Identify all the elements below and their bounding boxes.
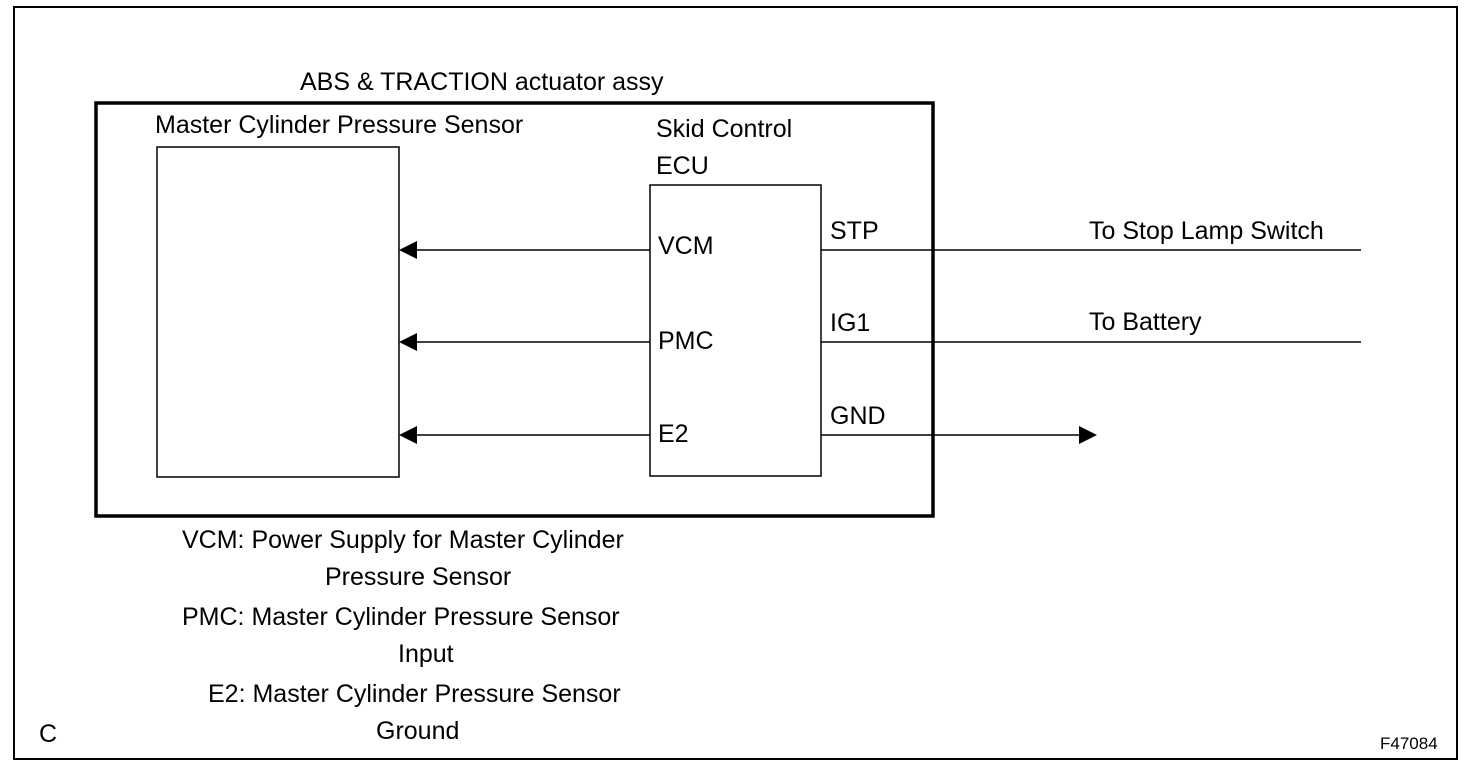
legend-pmc-line1: PMC: Master Cylinder Pressure Sensor [182,603,620,631]
pin-pmc: PMC [658,327,714,355]
actuator-title: ABS & TRACTION actuator assy [300,68,664,96]
legend-e2-line1: E2: Master Cylinder Pressure Sensor [208,680,621,708]
legend-pmc-line2: Input [398,640,454,668]
legend-vcm-line1: VCM: Power Supply for Master Cylinder [182,526,624,554]
pin-gnd: GND [830,402,886,430]
figure-id: F47084 [1380,734,1438,753]
legend-vcm-line2: Pressure Sensor [325,563,511,591]
page-frame [13,6,1458,760]
sensor-box [156,146,400,478]
actuator-box [94,101,935,518]
corner-letter: C [39,720,57,748]
sensor-title: Master Cylinder Pressure Sensor [155,111,523,139]
arrow-e2 [399,426,417,444]
arrow-gnd [1079,426,1097,444]
ecu-title-line1: Skid Control [656,115,792,143]
pin-vcm: VCM [658,232,714,260]
arrow-pmc [399,333,417,351]
pin-stp: STP [830,217,879,245]
dest-stop-lamp-switch: To Stop Lamp Switch [1089,217,1324,245]
ecu-box [649,184,822,477]
dest-battery: To Battery [1089,308,1202,336]
pin-ig1: IG1 [830,309,870,337]
ecu-title-line2: ECU [656,152,709,180]
legend-e2-line2: Ground [376,717,459,745]
pin-e2: E2 [658,420,689,448]
arrow-vcm [399,241,417,259]
